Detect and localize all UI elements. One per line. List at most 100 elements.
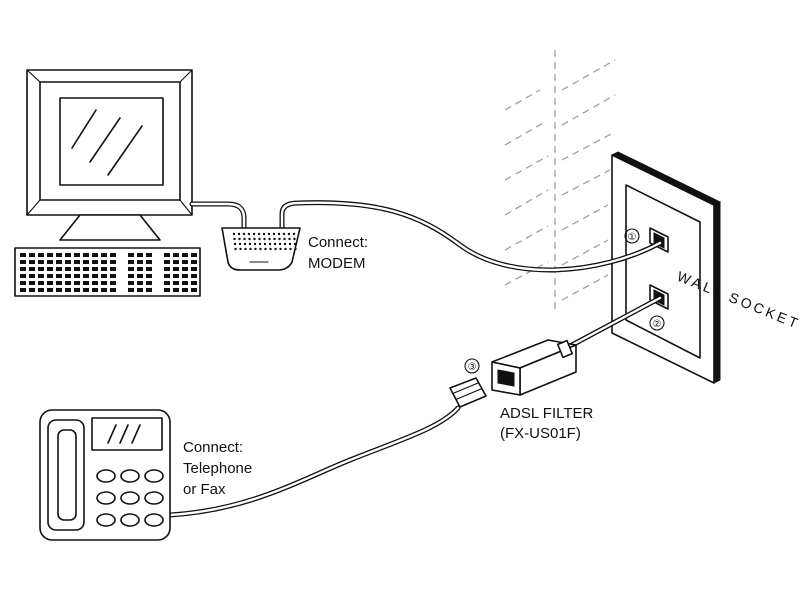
keyboard-key (173, 288, 179, 292)
keyboard-key (29, 281, 35, 285)
keyboard-key (38, 267, 44, 271)
keyboard-key (146, 274, 152, 278)
modem-grille-dot (239, 247, 242, 251)
keyboard-key (101, 281, 107, 285)
modem-grille-dot (294, 247, 297, 251)
keyboard-key (47, 253, 53, 257)
modem-grille-dot (243, 237, 246, 241)
keyboard-key (191, 281, 197, 285)
keyboard-key (191, 274, 197, 278)
port-3-marker (464, 358, 480, 374)
modem-grille-dot (254, 247, 257, 251)
keyboard-key (191, 288, 197, 292)
modem-grille-dot (279, 247, 282, 251)
keyboard-key (101, 253, 107, 257)
keyboard-key (74, 260, 80, 264)
keyboard-key (137, 281, 143, 285)
keyboard-key (164, 288, 170, 292)
keyboard-key (29, 267, 35, 271)
keyboard-key (29, 253, 35, 257)
modem-grille-dot (243, 242, 247, 246)
modem-grille-dot (242, 232, 246, 236)
keyboard-key (74, 253, 80, 257)
keyboard-key (173, 274, 179, 278)
phone-keypad-key (144, 513, 164, 527)
modem-grille-dot (249, 247, 252, 251)
keyboard-key (164, 253, 170, 257)
keyboard-key (65, 274, 71, 278)
modem-label-name: MODEM (308, 255, 366, 272)
keyboard-key (92, 253, 98, 257)
keyboard-key (38, 274, 44, 278)
keyboard-key (182, 281, 188, 285)
keyboard-key (164, 260, 170, 264)
modem-grille-dot (238, 242, 242, 246)
modem-grille-dot (257, 232, 261, 236)
keyboard-key (56, 281, 62, 285)
keyboard-key (128, 267, 134, 271)
keyboard-key (128, 260, 134, 264)
filter-cable (569, 295, 663, 348)
keyboard-key (101, 274, 107, 278)
modem-grille-dot (288, 242, 292, 246)
phone-keypad-key (96, 469, 116, 483)
modem-grille-dot (237, 232, 241, 236)
keyboard-key (110, 253, 116, 257)
modem-grille-dot (292, 232, 296, 236)
keyboard-key (56, 288, 62, 292)
port-1-marker (624, 228, 640, 244)
port-1-label: ① (628, 232, 637, 243)
keyboard-key (128, 281, 134, 285)
keyboard-key (92, 281, 98, 285)
keyboard-key (83, 274, 89, 278)
phone-keypad-key (120, 491, 140, 505)
keyboard-key (20, 267, 26, 271)
phone-label-fax: or Fax (183, 481, 226, 498)
modem-grille-dot (283, 242, 287, 246)
keyboard-key (74, 288, 80, 292)
keyboard-key (137, 260, 143, 264)
keyboard-key (128, 288, 134, 292)
keyboard-key (38, 260, 44, 264)
keyboard-key (74, 267, 80, 271)
keyboard-key (20, 260, 26, 264)
computer-monitor (26, 69, 193, 241)
keyboard-key (191, 253, 197, 257)
phone-keypad-key (120, 469, 140, 483)
keyboard-key (110, 267, 116, 271)
keyboard-key (110, 274, 116, 278)
modem-grille-dot (274, 247, 277, 251)
keyboard-key (146, 281, 152, 285)
keyboard-key (101, 288, 107, 292)
keyboard-key (146, 267, 152, 271)
modem-cable (189, 200, 663, 273)
keyboard-key (38, 281, 44, 285)
modem-grille-dot (258, 237, 261, 241)
modem-grille-dot (278, 237, 281, 241)
keyboard-key (146, 260, 152, 264)
keyboard-key (110, 288, 116, 292)
wall-socket (610, 151, 722, 384)
keyboard-key (101, 260, 107, 264)
modem-grille-dot (268, 242, 272, 246)
rj11-plug[interactable] (449, 377, 487, 408)
phone-keypad-key (144, 469, 164, 483)
modem-grille-dot (293, 237, 296, 241)
keyboard-key (83, 253, 89, 257)
keyboard-key (92, 267, 98, 271)
modem-grille-dot (269, 247, 272, 251)
keyboard-key (47, 260, 53, 264)
keyboard-key (182, 288, 188, 292)
modem-grille-dot (258, 242, 262, 246)
modem-grille-dot (248, 242, 252, 246)
keyboard-key (83, 260, 89, 264)
keyboard-key (137, 253, 143, 257)
keyboard-key (56, 274, 62, 278)
keyboard-key (191, 267, 197, 271)
keyboard-key (47, 267, 53, 271)
keyboard-key (137, 288, 143, 292)
modem-grille-dot (293, 242, 297, 246)
keyboard-key (65, 260, 71, 264)
modem-grille-dot (267, 232, 271, 236)
phone-label-connect: Connect: (183, 439, 243, 456)
